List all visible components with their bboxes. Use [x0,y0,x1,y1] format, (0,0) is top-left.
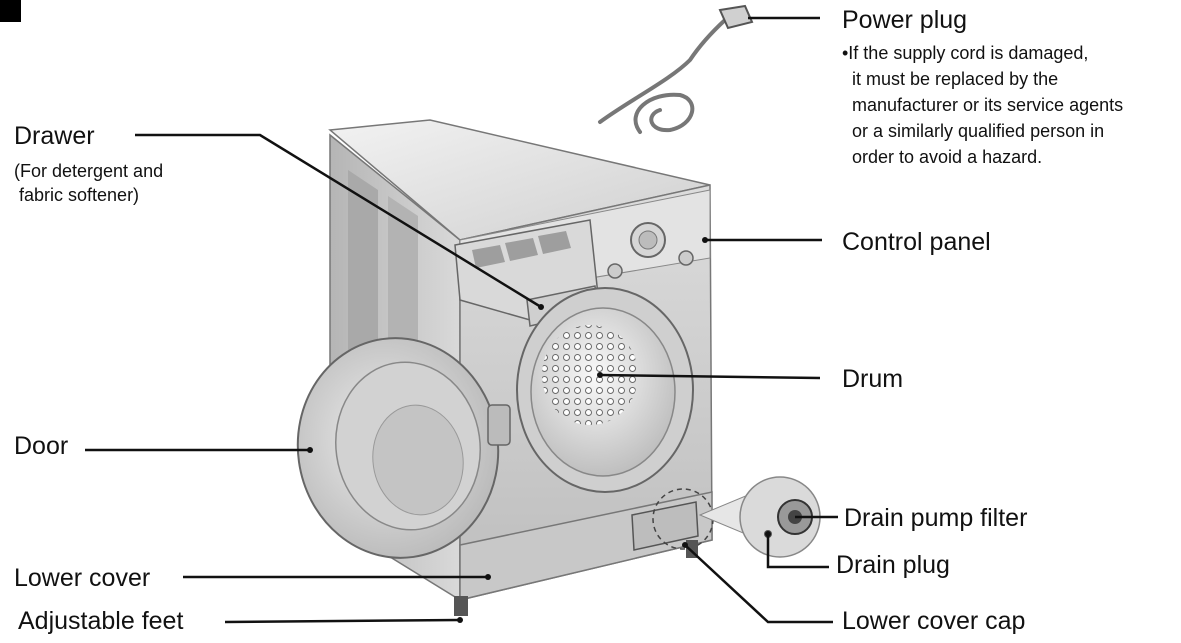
leader-lower-cover-cap [685,545,833,622]
power-plug-note-line: order to avoid a hazard. [852,144,1042,170]
label-adjustable-feet: Adjustable feet [18,607,183,636]
power-cord [600,20,725,132]
label-control-panel: Control panel [842,228,991,257]
adjustable-foot [454,596,468,616]
power-plug-note-line: or a similarly qualified person in [852,118,1104,144]
dial-center [639,231,657,249]
power-plug-note-line: it must be replaced by the [852,66,1058,92]
door-hinge [488,405,510,445]
label-drain-pump-filter: Drain pump filter [844,504,1027,533]
power-plug-note-line: manufacturer or its service agents [852,92,1123,118]
label-lower-cover-cap: Lower cover cap [842,607,1025,636]
power-plug-note-line: •If the supply cord is damaged, [842,40,1088,66]
panel-button [679,251,693,265]
drawer-sub-line: fabric softener) [14,184,139,206]
label-door: Door [14,432,68,461]
label-lower-cover: Lower cover [14,564,150,593]
label-drawer: Drawer [14,122,95,151]
leader-adjustable-feet [225,620,460,622]
label-drum: Drum [842,365,903,394]
panel-button [608,264,622,278]
label-drain-plug: Drain plug [836,551,950,580]
label-power-plug: Power plug [842,6,967,35]
drawer-sub-line: (For detergent and [14,160,163,182]
power-plug-head [720,6,752,28]
